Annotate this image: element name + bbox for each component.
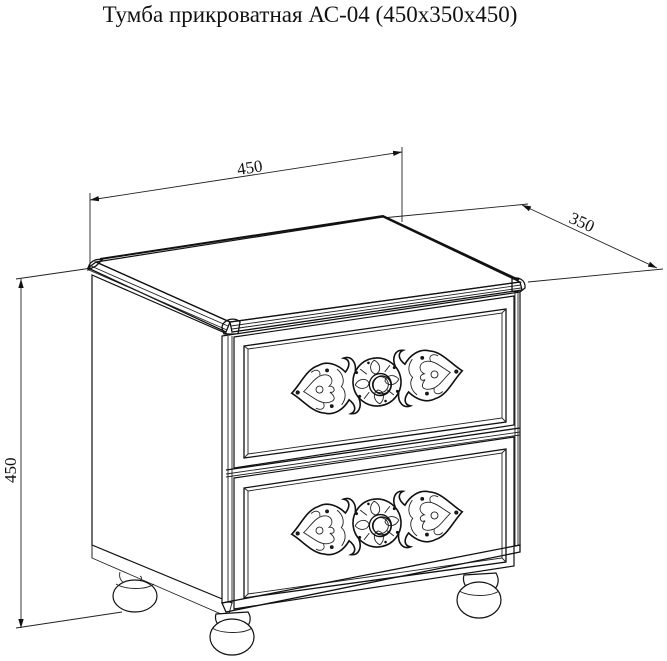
drawing-title: Тумба прикроватная АС-04 (450х350х450) — [102, 2, 518, 27]
upper-drawer[interactable] — [233, 295, 515, 469]
height-dimension-label: 450 — [1, 458, 20, 484]
lower-drawer[interactable] — [233, 436, 515, 610]
bun-feet — [112, 571, 502, 656]
lower-drawer-knob[interactable] — [372, 516, 392, 536]
width-dimension-label: 450 — [236, 156, 264, 179]
width-dimension: 450 — [89, 147, 403, 268]
upper-drawer-knob[interactable] — [372, 375, 392, 395]
foot-front-left — [209, 611, 255, 656]
drawer-divider — [225, 427, 521, 478]
foot-front-right — [456, 572, 502, 619]
height-dimension: 450 — [1, 267, 123, 629]
front-plinth — [221, 544, 521, 613]
side-panel — [91, 274, 233, 618]
depth-dimension-label: 350 — [566, 208, 597, 236]
foot-back-left — [112, 571, 158, 613]
top-panel — [86, 214, 526, 335]
